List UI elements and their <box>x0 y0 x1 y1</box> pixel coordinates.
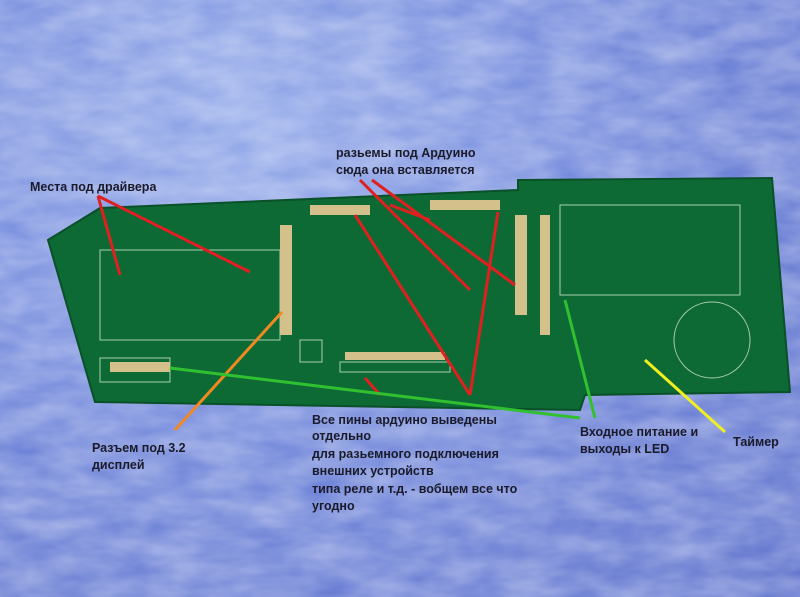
yellow-arrow <box>643 358 727 434</box>
pins-label-4: внешних устройств <box>312 464 434 478</box>
pins-label-1: Все пины ардуино выведены <box>312 413 497 427</box>
power-label-2: выходы к LED <box>580 442 670 456</box>
drivers-label: Места под драйвера <box>30 180 157 194</box>
pin-headers <box>110 200 550 372</box>
display-label-1: Разъем под 3.2 <box>92 441 186 455</box>
power-label-1: Входное питание и <box>580 425 699 439</box>
orange-arrow <box>173 310 284 432</box>
arduino-label-1: разьемы под Ардуино <box>336 146 476 160</box>
pins-label-6: угодно <box>312 499 355 513</box>
green-arrows <box>169 299 597 420</box>
pins-label-2: отдельно <box>312 429 371 443</box>
pins-label-5: типа реле и т.д. - вобщем все что <box>312 482 518 496</box>
arduino-label-2: сюда она вставляется <box>336 163 475 177</box>
pins-label-3: для разьемного подключения <box>312 447 499 461</box>
red-arrows <box>96 178 516 396</box>
display-label-2: дисплей <box>92 458 145 472</box>
timer-label: Таймер <box>733 435 779 449</box>
pcb-board <box>46 176 792 412</box>
